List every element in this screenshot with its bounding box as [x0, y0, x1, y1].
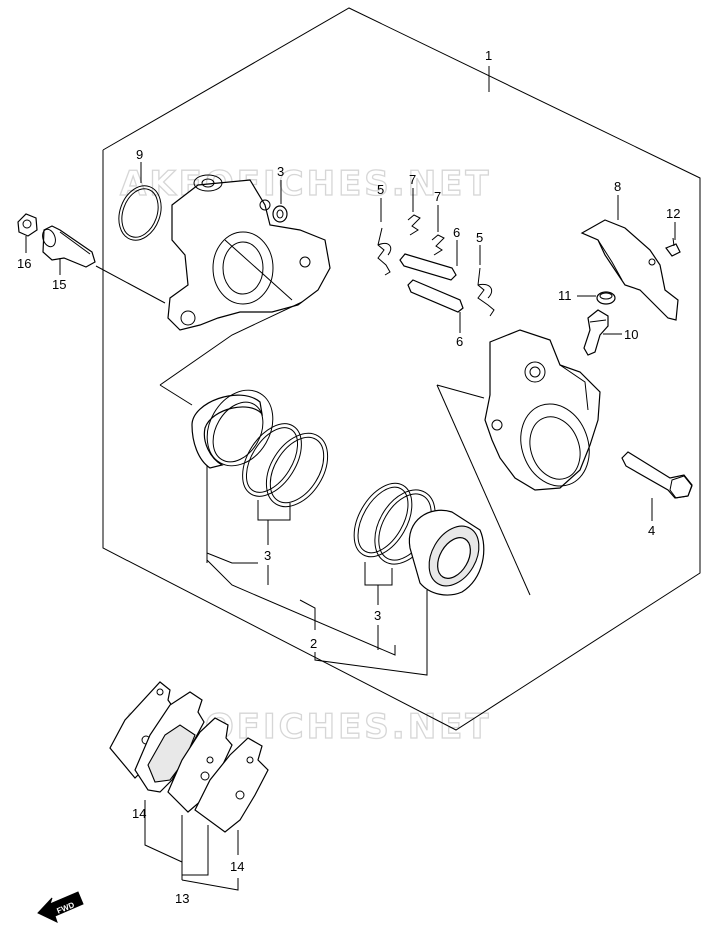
callout-16: 16 [17, 256, 31, 271]
cover-plate-8 [580, 219, 679, 321]
piston-right [408, 509, 485, 596]
callout-11: 11 [558, 288, 572, 303]
callout-8: 8 [614, 179, 621, 194]
callout-15: 15 [52, 277, 66, 292]
callout-4: 4 [648, 523, 655, 538]
guide-line-right [436, 384, 531, 596]
callout-7-left: 7 [409, 172, 416, 187]
piston-left [191, 389, 274, 469]
seals-left [242, 423, 329, 508]
callout-5-right: 5 [476, 230, 483, 245]
slide-pin-15 [42, 225, 96, 268]
assembly-outline [102, 7, 701, 731]
clip-7-right [431, 234, 445, 256]
guide-line-top [436, 384, 485, 399]
callout-14-right: 14 [230, 859, 244, 874]
boot-16 [17, 213, 38, 237]
callout-14-left: 14 [132, 806, 146, 821]
callout-9: 9 [136, 147, 143, 162]
bracket-lines-pads [144, 800, 239, 891]
callout-1: 1 [485, 48, 492, 63]
screw-12 [665, 237, 681, 257]
brake-pads [109, 681, 269, 833]
bracket-lines-pistons [159, 301, 428, 676]
callout-7-right: 7 [434, 189, 441, 204]
callout-6-top: 6 [453, 225, 460, 240]
callout-10: 10 [624, 327, 638, 342]
callout-12: 12 [666, 206, 680, 221]
cap-11 [596, 291, 616, 305]
fwd-arrow-icon: FWD [37, 891, 84, 923]
caliper-body [484, 329, 601, 491]
seal-3-small [272, 205, 288, 223]
callout-3-top: 3 [277, 164, 284, 179]
bolt-4 [621, 451, 693, 499]
caliper-bracket [167, 174, 331, 331]
callout-3-left: 3 [264, 548, 271, 563]
bleeder-10 [583, 309, 609, 356]
clip-5-right [477, 267, 495, 317]
callout-6-bottom: 6 [456, 334, 463, 349]
clip-5-left [377, 227, 392, 276]
pin-6-bottom [407, 279, 464, 313]
callout-13: 13 [175, 891, 189, 906]
pin-6-top [399, 253, 457, 281]
clip-7-left [407, 214, 421, 236]
callout-3-right: 3 [374, 608, 381, 623]
callout-2: 2 [310, 636, 317, 651]
callout-5-left: 5 [377, 182, 384, 197]
o-ring-9 [118, 185, 162, 241]
leader-15-to-bracket [95, 265, 166, 304]
